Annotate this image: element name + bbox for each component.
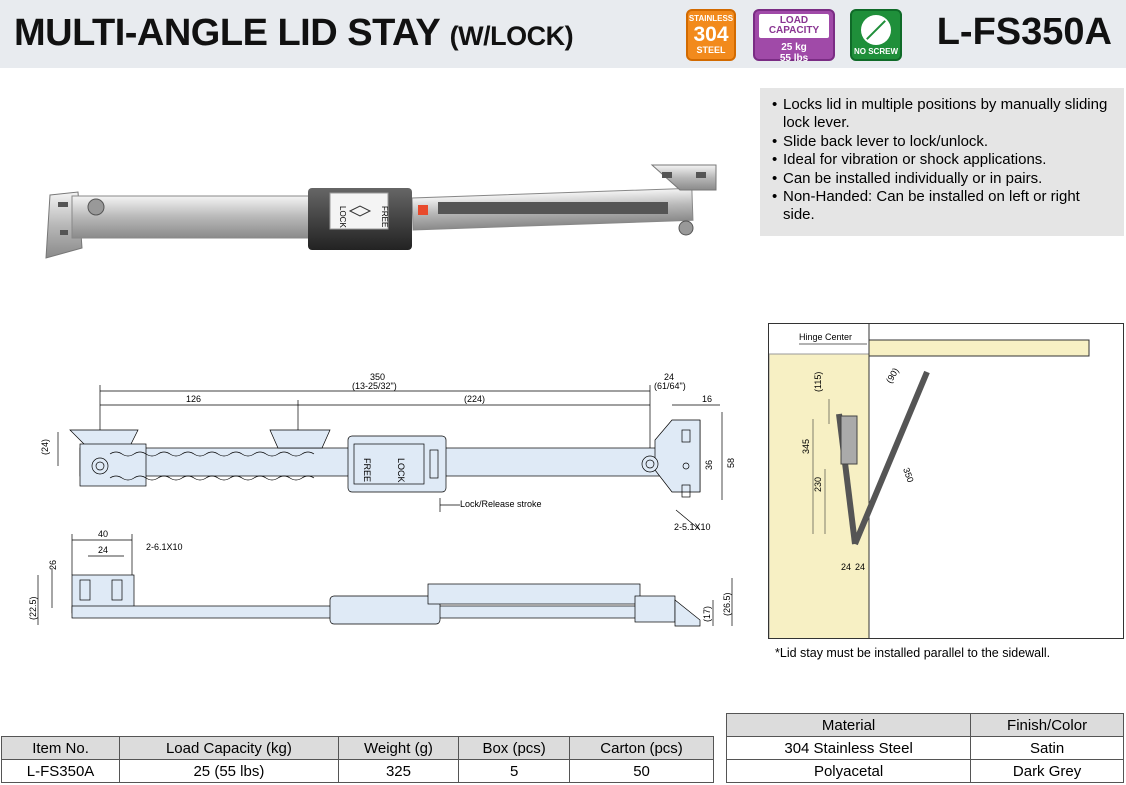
feature-item: Locks lid in multiple positions by manua… [772,96,1114,133]
drawing-lock-label: LOCK [396,458,406,483]
load-badge-lbs: 55 lbs [779,53,809,64]
drawing-free-label: FREE [362,458,372,482]
dim-24-side: 24 [98,545,108,555]
photo-free-label: FREE [380,206,389,227]
hole-label-top: 2-5.1X10 [674,522,711,532]
install-dim-230: 230 [813,477,823,492]
title-subtitle: (W/LOCK) [449,21,574,51]
header-bar: MULTI-ANGLE LID STAY (W/LOCK) STAINLESS … [0,0,1126,68]
spec-cell: L-FS350A [0,759,121,783]
dim-17: (17) [702,606,712,622]
load-badge-kg: 25 kg [781,42,807,53]
dim-16: 16 [702,394,712,404]
dim-26: 26 [48,560,58,570]
install-dim-24a: 24 [841,562,851,572]
steel-badge-bottom: STEEL [696,45,726,55]
no-screw-label: NO SCREW [854,47,898,56]
feature-item: Ideal for vibration or shock application… [772,151,1114,170]
dim-overall-in: (13-25/32") [352,381,397,391]
install-angle: (90) [884,366,901,385]
spec-header: Load Capacity (kg) [119,736,339,760]
dim-right-in: (61/64") [654,381,686,391]
features-box: Locks lid in multiple positions by manua… [760,88,1124,236]
material-header: Material [725,713,972,737]
table-row: 304 Stainless Steel Satin [725,736,1124,760]
table-row: L-FS350A 25 (55 lbs) 325 5 50 [0,759,714,783]
dim-26-5: (26.5) [722,592,732,616]
material-cell: Dark Grey [970,759,1124,783]
installation-diagram: Hinge Center (90) (115) 345 230 350 24 2… [768,323,1124,639]
no-screw-badge: NO SCREW [850,9,902,61]
spec-header: Item No. [0,736,121,760]
spec-cell: 5 [458,759,571,783]
features-list: Locks lid in multiple positions by manua… [772,96,1114,225]
model-number: L-FS350A [936,11,1112,53]
stainless-steel-badge: STAINLESS 304 STEEL [686,9,736,61]
material-header: Finish/Color [970,713,1124,737]
table-row: Polyacetal Dark Grey [725,759,1124,783]
spec-cell: 50 [569,759,714,783]
spec-table: Item No. Load Capacity (kg) Weight (g) B… [0,736,714,783]
photo-lock-label: LOCK [338,206,347,228]
install-dim-345: 345 [801,439,811,454]
dim-40: 40 [98,529,108,539]
steel-badge-mid: 304 [693,23,729,46]
spec-header: Box (pcs) [458,736,571,760]
installation-note: *Lid stay must be installed parallel to … [775,646,1051,660]
spec-cell: 325 [337,759,460,783]
dim-height-left: (24) [40,439,50,455]
dim-36: 36 [704,460,714,470]
product-photo: LOCK FREE [45,164,717,259]
steel-badge-top: STAINLESS [688,14,734,23]
load-badge-label: LOAD CAPACITY [759,14,829,38]
spec-cell: 25 (55 lbs) [119,759,339,783]
feature-item: Non-Handed: Can be installed on left or … [772,188,1114,225]
installation-svg: Hinge Center (90) (115) 345 230 350 24 2… [769,324,1090,638]
spec-header: Weight (g) [337,736,460,760]
dim-22-5: (22.5) [28,596,38,620]
hinge-center-label: Hinge Center [799,332,852,342]
install-dim-24b: 24 [855,562,865,572]
feature-item: Can be installed individually or in pair… [772,170,1114,189]
install-dim-115: (115) [813,372,823,392]
technical-drawing: 350 (13-25/32") 126 (224) 24 (61/64") 16… [28,372,736,627]
material-cell: Polyacetal [725,759,972,783]
feature-item: Slide back lever to lock/unlock. [772,133,1114,152]
dim-overall: 350 [370,372,385,382]
spec-header-row: Item No. Load Capacity (kg) Weight (g) B… [0,736,714,760]
dim-58: 58 [726,458,736,468]
material-cell: Satin [970,736,1124,760]
spec-header: Carton (pcs) [569,736,714,760]
dim-mid: (224) [464,394,485,404]
stroke-label: Lock/Release stroke [460,499,542,509]
material-header-row: Material Finish/Color [725,713,1124,737]
page-title: MULTI-ANGLE LID STAY (W/LOCK) [14,12,574,55]
material-cell: 304 Stainless Steel [725,736,972,760]
dim-right: 24 [664,372,674,382]
material-table: Material Finish/Color 304 Stainless Stee… [725,713,1124,783]
load-capacity-badge: LOAD CAPACITY 25 kg 55 lbs [753,9,835,64]
title-text: MULTI-ANGLE LID STAY [14,12,440,54]
no-screw-icon [861,15,891,45]
install-dim-350: 350 [901,466,916,484]
dim-left: 126 [186,394,201,404]
hole-label-side: 2-6.1X10 [146,542,183,552]
